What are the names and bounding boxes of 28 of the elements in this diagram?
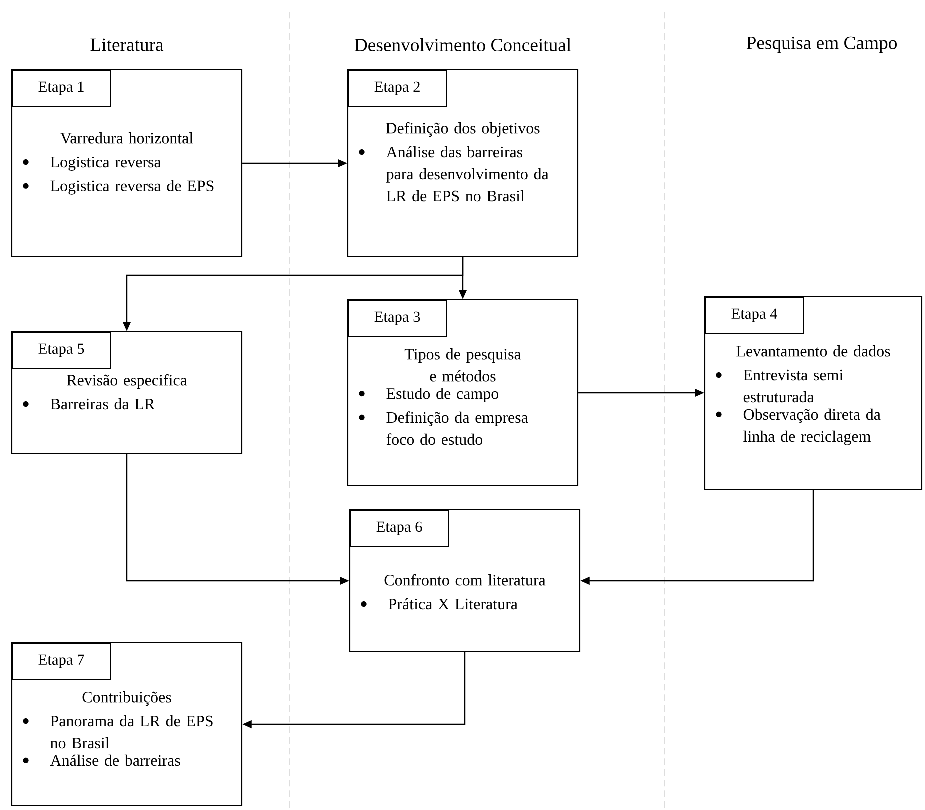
bullet-item: Análise das barreiras para desenvolvimento da LR de EPS no Brasil bbox=[359, 146, 549, 202]
box-heading: Revisão especifica bbox=[67, 374, 188, 390]
stage-tab: Etapa 6 bbox=[350, 510, 450, 548]
bullet-item: Observação direta da linha de reciclagem bbox=[716, 408, 881, 446]
bullet-item: Logistica reversa bbox=[23, 156, 162, 171]
bullet-item: Prática X Literatura bbox=[361, 598, 518, 610]
bullet-item: Logistica reversa de EPS bbox=[23, 180, 214, 195]
column-title: Literatura bbox=[90, 38, 164, 52]
box-heading: Levantamento de dados bbox=[736, 346, 890, 357]
bullet-item: Entrevista semi estruturada bbox=[716, 370, 844, 403]
stage-tab: Etapa 1 bbox=[12, 70, 112, 108]
bullet-item: Estudo de campo bbox=[359, 388, 499, 402]
column-title: Desenvolvimento Conceitual bbox=[354, 38, 572, 52]
stage-tab: Etapa 4 bbox=[705, 297, 804, 334]
box-heading: Tipos de pesquisa e métodos bbox=[404, 348, 522, 382]
bullet-item: Análise de barreiras bbox=[23, 754, 180, 766]
box-heading: Confronto com literatura bbox=[384, 574, 546, 586]
box-heading: Definição dos objetivos bbox=[386, 122, 540, 138]
box-heading: Varredura horizontal bbox=[60, 132, 194, 144]
bullet-item: Panorama da LR de EPS no Brasil bbox=[23, 715, 213, 749]
stage-tab: Etapa 2 bbox=[348, 70, 448, 108]
stage-tab: Etapa 3 bbox=[348, 300, 448, 338]
column-title: Pesquisa em Campo bbox=[746, 36, 897, 54]
stage-tab: Etapa 5 bbox=[12, 332, 112, 370]
stage-tab: Etapa 7 bbox=[12, 642, 112, 680]
bullet-item: Barreiras da LR bbox=[23, 398, 156, 410]
bullet-item: Definição da empresa foco do estudo bbox=[359, 412, 528, 446]
box-heading: Contribuições bbox=[82, 692, 172, 706]
